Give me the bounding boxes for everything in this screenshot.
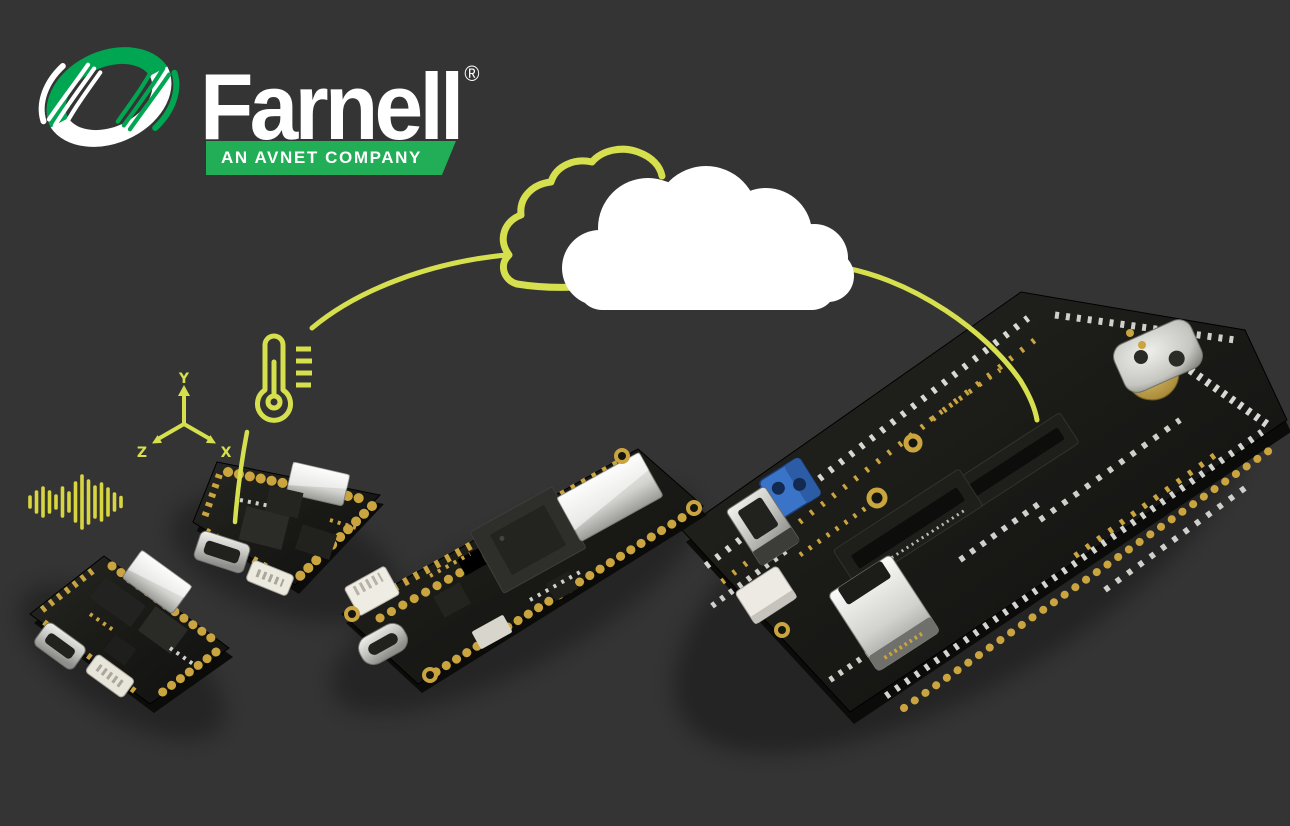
main-chip — [470, 486, 586, 594]
pad-row — [42, 619, 138, 695]
xyz-axes-icon: Y Z X — [137, 371, 232, 461]
coin-cell-holder — [1113, 319, 1203, 401]
farnell-logo: Farnell® AN AVNET COMPANY — [0, 0, 560, 200]
dev-board-medium — [192, 461, 384, 596]
avnet-tagline-banner: AN AVNET COMPANY — [206, 141, 456, 175]
usb-c-port — [358, 622, 408, 666]
component-row — [88, 612, 118, 634]
small-chip — [90, 576, 146, 628]
axis-label-z: Z — [137, 445, 147, 461]
mounting-hole — [422, 667, 438, 683]
small-chip — [433, 582, 471, 618]
component-row — [429, 552, 471, 578]
rf-shield — [556, 452, 663, 542]
mounting-hole — [344, 606, 360, 622]
component-row — [958, 500, 1042, 563]
cloud-outline-path — [499, 145, 666, 288]
jst-connector — [344, 566, 400, 616]
component-row — [1038, 417, 1182, 523]
small-component — [472, 615, 512, 649]
mounting-hole — [774, 622, 790, 638]
small-chip — [457, 548, 487, 576]
small-chip — [138, 606, 188, 654]
dev-board-long — [341, 448, 707, 693]
usb-a-port — [726, 486, 800, 566]
component-row — [239, 498, 271, 508]
mounting-hole — [686, 500, 702, 516]
cloud-icon — [562, 166, 854, 310]
component-row — [1103, 485, 1247, 593]
micro-usb-port — [34, 622, 86, 670]
axis-label-y: Y — [178, 371, 190, 387]
dev-board-small — [29, 550, 233, 713]
antenna-module — [246, 560, 294, 596]
small-chip — [294, 524, 338, 560]
sound-wave-icon — [28, 474, 123, 530]
mounting-hole — [903, 433, 923, 453]
pad-row — [201, 468, 225, 518]
pad-row — [39, 565, 99, 613]
micro-usb-port — [193, 530, 251, 574]
pad-row — [883, 429, 1265, 699]
small-chip — [264, 485, 304, 519]
component-row — [1073, 452, 1217, 559]
pad-row — [155, 647, 221, 699]
brand-wordmark: Farnell® — [200, 22, 479, 159]
axis-label-x: X — [221, 445, 232, 461]
thermometer-icon — [255, 333, 312, 423]
component-row — [529, 570, 581, 602]
carrier-board-large — [681, 291, 1290, 724]
mounting-hole — [614, 448, 630, 464]
small-chip — [238, 506, 290, 550]
component-row — [168, 646, 198, 668]
farnell-swoosh-icon — [38, 47, 180, 147]
connector-curve-left — [309, 252, 509, 331]
registered-mark: ® — [464, 61, 480, 86]
ethernet-jack — [829, 555, 939, 671]
sd-card-slot — [735, 566, 797, 624]
antenna-module — [86, 654, 134, 698]
component-row — [928, 367, 1002, 423]
rf-shield — [122, 550, 193, 614]
thermometer-pointer-line — [232, 429, 250, 525]
connector-curve-right — [843, 265, 1040, 423]
mezzanine-connector — [951, 413, 1079, 513]
pad-row — [1054, 311, 1236, 344]
mounting-hole — [866, 487, 888, 509]
pad-row — [900, 446, 1274, 712]
small-chip — [103, 634, 137, 666]
component-row — [828, 629, 902, 683]
